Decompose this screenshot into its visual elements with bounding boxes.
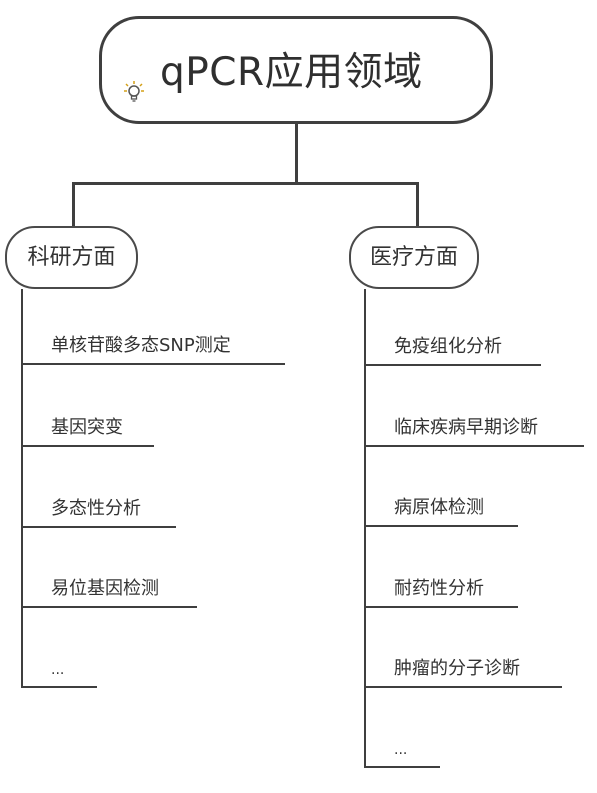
root-node: qPCR应用领域 (99, 16, 493, 124)
right-item-underline (364, 445, 584, 447)
left-item-underline (21, 526, 176, 528)
research-item-polymorphism: 多态性分析 (51, 498, 141, 519)
research-item-translocation: 易位基因检测 (51, 578, 159, 599)
left-branch-spine (21, 289, 23, 688)
root-stem-line (295, 124, 298, 184)
left-item-underline (21, 445, 154, 447)
medical-item-pathogen: 病原体检测 (394, 497, 484, 518)
research-item-more: ... (51, 662, 65, 678)
category-research: 科研方面 (5, 226, 138, 289)
medical-item-more: ... (394, 742, 408, 758)
left-item-underline (21, 686, 97, 688)
research-item-mutation: 基因突变 (51, 417, 123, 438)
left-item-underline (21, 606, 197, 608)
right-item-underline (364, 686, 562, 688)
medical-item-early-diagnosis: 临床疾病早期诊断 (394, 417, 538, 438)
medical-item-tumor: 肿瘤的分子诊断 (394, 658, 520, 679)
lightbulb-icon (124, 81, 144, 102)
horizontal-connector-line (72, 182, 419, 185)
research-item-snp: 单核苷酸多态SNP测定 (51, 335, 231, 356)
left-item-underline (21, 363, 285, 365)
category-medical: 医疗方面 (349, 226, 479, 289)
left-drop-line (72, 182, 75, 227)
root-title: qPCR应用领域 (160, 50, 423, 95)
right-drop-line (416, 182, 419, 227)
right-item-underline (364, 766, 440, 768)
medical-item-ihc: 免疫组化分析 (394, 336, 502, 357)
right-item-underline (364, 606, 518, 608)
medical-item-resistance: 耐药性分析 (394, 578, 484, 599)
right-item-underline (364, 525, 518, 527)
right-item-underline (364, 364, 541, 366)
right-branch-spine (364, 289, 366, 768)
